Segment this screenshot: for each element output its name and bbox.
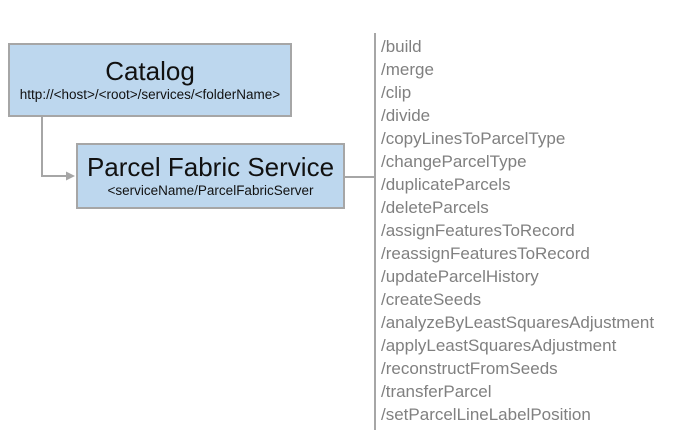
endpoint-item: /applyLeastSquaresAdjustment bbox=[381, 336, 617, 355]
endpoint-item: /duplicateParcels bbox=[381, 175, 511, 194]
arrowhead-icon bbox=[66, 171, 75, 181]
catalog-to-service-connector bbox=[41, 117, 67, 177]
endpoint-item: /transferParcel bbox=[381, 382, 492, 401]
endpoint-item: /reassignFeaturesToRecord bbox=[381, 244, 590, 263]
parcel-fabric-service-node: Parcel Fabric Service <serviceName/Parce… bbox=[76, 143, 345, 209]
endpoint-item: /setParcelLineLabelPosition bbox=[381, 405, 591, 424]
endpoint-item: /updateParcelHistory bbox=[381, 267, 539, 286]
endpoint-item: /deleteParcels bbox=[381, 198, 489, 217]
catalog-node: Catalog http://<host>/<root>/services/<f… bbox=[8, 43, 292, 117]
endpoint-item: /divide bbox=[381, 106, 431, 125]
catalog-url: http://<host>/<root>/services/<folderNam… bbox=[19, 86, 281, 102]
endpoint-item: /changeParcelType bbox=[381, 152, 527, 171]
endpoint-item: /build bbox=[381, 37, 422, 56]
endpoint-item: /copyLinesToParcelType bbox=[381, 129, 566, 148]
endpoint-item: /reconstructFromSeeds bbox=[381, 359, 558, 378]
parcel-fabric-service-path: <serviceName/ParcelFabricServer bbox=[107, 182, 314, 198]
endpoint-item: /clip bbox=[381, 83, 412, 102]
catalog-title: Catalog bbox=[105, 55, 195, 86]
endpoint-list: /build/merge/clip/divide/copyLinesToParc… bbox=[381, 35, 654, 426]
parcel-fabric-service-title: Parcel Fabric Service bbox=[86, 151, 335, 182]
endpoint-item: /analyzeByLeastSquaresAdjustment bbox=[381, 313, 655, 332]
endpoint-item: /assignFeaturesToRecord bbox=[381, 221, 575, 240]
endpoint-item: /merge bbox=[381, 60, 434, 79]
endpoint-item: /createSeeds bbox=[381, 290, 482, 309]
